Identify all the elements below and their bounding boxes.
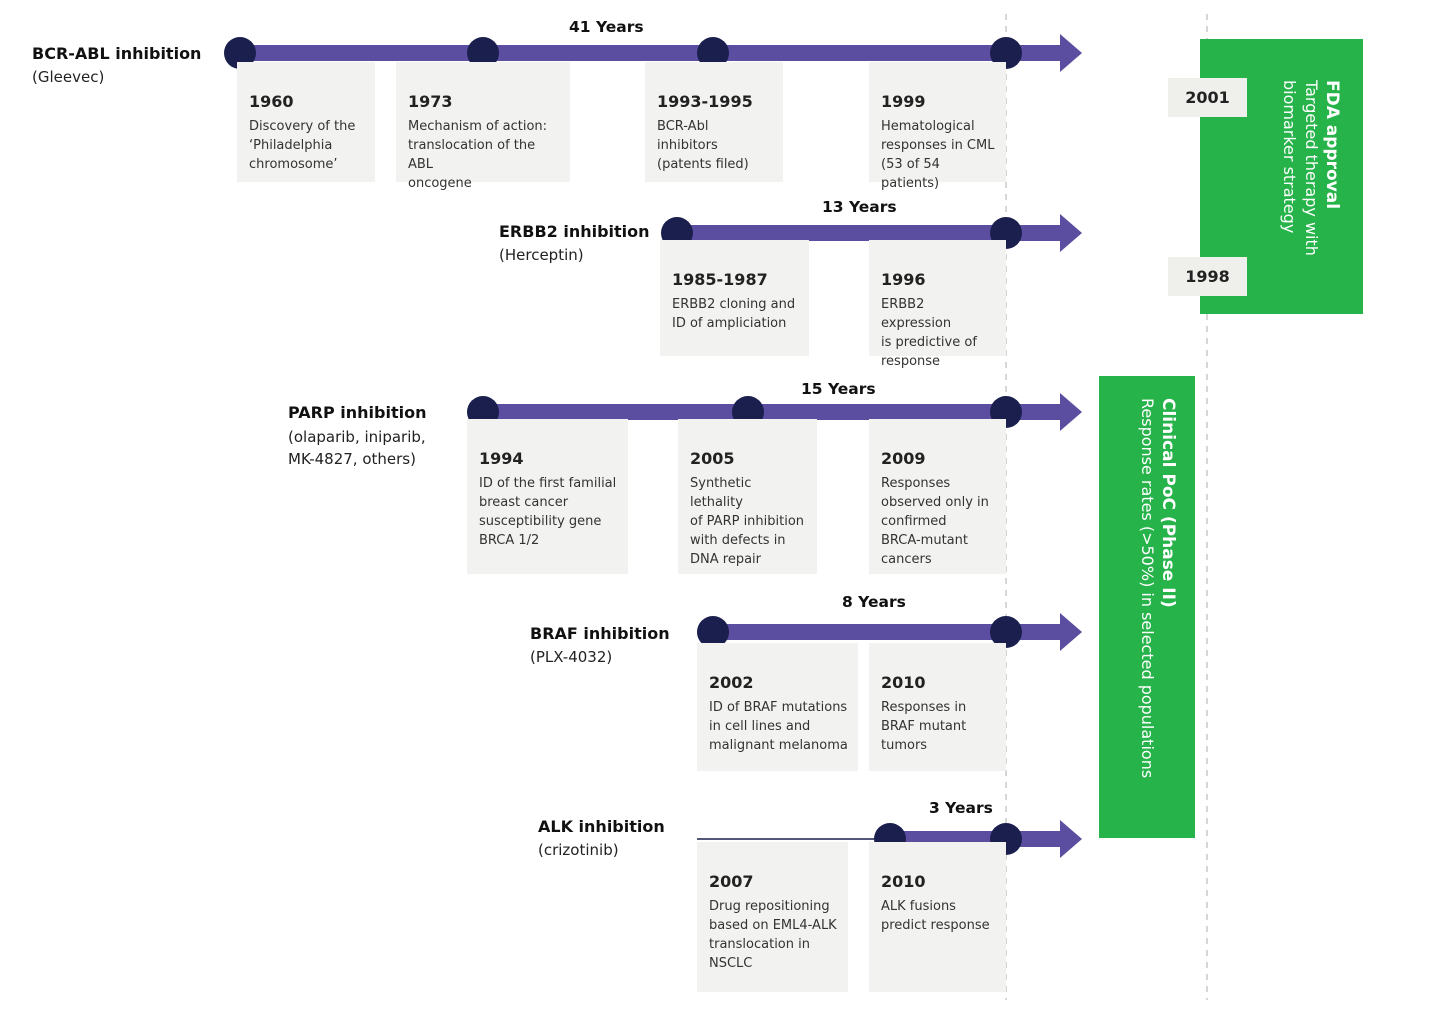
timeline-bar-braf xyxy=(713,624,1062,640)
row-sub-alk: (crizotinib) xyxy=(538,841,619,859)
timeline-dot-bcr-abl-0 xyxy=(224,37,256,69)
event-year: 2010 xyxy=(881,872,926,891)
event-year: 1985-1987 xyxy=(672,270,768,289)
years-label-erbb2: 13 Years xyxy=(822,198,897,216)
event-desc: Mechanism of action:translocation of the… xyxy=(408,119,548,191)
fda-title: FDA approval xyxy=(1322,80,1342,210)
years-label-bcr-abl: 41 Years xyxy=(569,18,644,36)
event-year: 2007 xyxy=(709,872,754,891)
arrow-head-braf xyxy=(1060,613,1082,651)
row-name-braf: BRAF inhibition xyxy=(530,624,670,643)
arrow-head-bcr-abl xyxy=(1060,34,1082,72)
timeline-bar-bcr-abl xyxy=(240,45,1062,61)
timeline-dot-bcr-abl-1 xyxy=(467,37,499,69)
row-sub-parp: (olaparib, iniparib,MK-4827, others) xyxy=(288,428,426,468)
poc-line: Response rates (>50%) in selected popula… xyxy=(1138,398,1157,779)
event-card-1993-1995: 1993-1995 BCR-Abl inhibitors(patents fil… xyxy=(645,62,783,182)
event-year: 1973 xyxy=(408,92,453,111)
fda-year-2001: 2001 xyxy=(1168,78,1247,117)
event-card-1973: 1973 Mechanism of action:translocation o… xyxy=(396,62,570,191)
arrow-head-parp xyxy=(1060,393,1082,431)
event-year: 2002 xyxy=(709,673,754,692)
event-year: 1994 xyxy=(479,449,524,468)
event-year: 1996 xyxy=(881,270,926,289)
years-label-parp: 15 Years xyxy=(801,380,876,398)
event-year: 1993-1995 xyxy=(657,92,753,111)
fda-line-1: Targeted therapy with xyxy=(1302,80,1321,256)
row-name-parp: PARP inhibition xyxy=(288,403,427,422)
fda-line-2: biomarker strategy xyxy=(1280,80,1299,234)
clinical-poc-box xyxy=(1099,376,1195,838)
event-desc: BCR-Abl inhibitors(patents filed) xyxy=(657,119,749,172)
timeline-bar-erbb2 xyxy=(677,225,1062,241)
timeline-bar-parp xyxy=(483,404,1062,420)
row-name-erbb2: ERBB2 inhibition xyxy=(499,222,650,241)
row-sub-bcr-abl: (Gleevec) xyxy=(32,68,105,86)
years-label-alk: 3 Years xyxy=(929,799,993,817)
fda-approval-text: FDA approval Targeted therapy with bioma… xyxy=(1278,80,1342,256)
event-year: 2010 xyxy=(881,673,926,692)
years-label-braf: 8 Years xyxy=(842,593,906,611)
timeline-dot-bcr-abl-2 xyxy=(697,37,729,69)
timeline-dot-braf-1 xyxy=(990,616,1022,648)
event-year: 2005 xyxy=(690,449,735,468)
event-year: 1999 xyxy=(881,92,926,111)
event-year: 1960 xyxy=(249,92,294,111)
row-sub-braf: (PLX-4032) xyxy=(530,648,613,666)
clinical-poc-text: Clinical PoC (Phase II) Response rates (… xyxy=(1136,398,1178,778)
row-sub-erbb2: (Herceptin) xyxy=(499,246,584,264)
timeline-dot-braf-0 xyxy=(697,616,729,648)
timeline-dot-bcr-abl-3 xyxy=(990,37,1022,69)
row-name-alk: ALK inhibition xyxy=(538,817,665,836)
poc-title: Clinical PoC (Phase II) xyxy=(1158,398,1178,608)
arrow-head-alk xyxy=(1060,820,1082,858)
arrow-head-erbb2 xyxy=(1060,214,1082,252)
row-name-bcr-abl: BCR-ABL inhibition xyxy=(32,44,202,63)
event-year: 2009 xyxy=(881,449,926,468)
fda-year-1998: 1998 xyxy=(1168,257,1247,296)
